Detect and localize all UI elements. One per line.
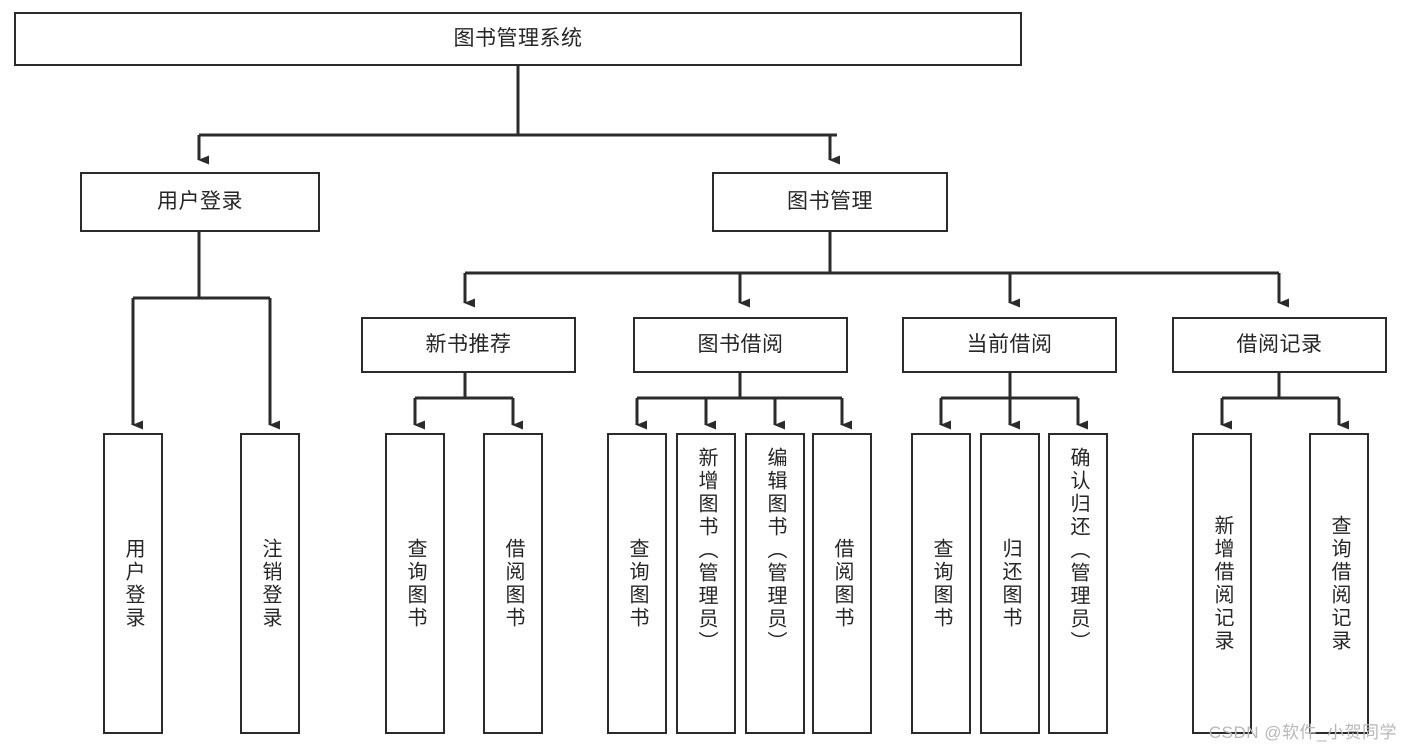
node-borrow-record[interactable]: 借阅记录: [1172, 317, 1387, 373]
node-leaf-query-book-3[interactable]: 查询图书: [911, 433, 971, 734]
node-leaf-borrow-book-2-label: 借阅图书: [831, 537, 853, 630]
node-leaf-query-book-3-label: 查询图书: [930, 537, 952, 630]
node-book-borrow-label: 图书借阅: [697, 332, 784, 356]
csdn-watermark: CSDN @软件_小贺同学: [1208, 723, 1397, 742]
node-current-borrow[interactable]: 当前借阅: [902, 317, 1117, 373]
node-root-label: 图书管理系统: [453, 26, 583, 50]
node-leaf-user-login-label: 用户登录: [122, 537, 144, 630]
node-leaf-borrow-book-1-label: 借阅图书: [502, 537, 524, 630]
node-leaf-query-book-2[interactable]: 查询图书: [607, 433, 667, 734]
node-leaf-user-login[interactable]: 用户登录: [103, 433, 163, 734]
node-leaf-query-record[interactable]: 查询借阅记录: [1309, 433, 1369, 734]
node-leaf-logout-label: 注销登录: [259, 537, 281, 630]
node-book-borrow[interactable]: 图书借阅: [633, 317, 848, 373]
node-root[interactable]: 图书管理系统: [14, 12, 1022, 66]
node-new-book-recommend[interactable]: 新书推荐: [361, 317, 576, 373]
node-leaf-borrow-book-2[interactable]: 借阅图书: [812, 433, 872, 734]
node-leaf-return-book-label: 归还图书: [999, 537, 1021, 630]
node-current-borrow-label: 当前借阅: [966, 332, 1053, 356]
node-leaf-query-book-1[interactable]: 查询图书: [385, 433, 445, 734]
node-new-book-recommend-label: 新书推荐: [425, 332, 512, 356]
node-leaf-add-record-label: 新增借阅记录: [1211, 514, 1233, 653]
node-leaf-edit-book-label: 编辑图书（管理员）: [764, 447, 786, 654]
node-leaf-confirm-return-label: 确认归还（管理员）: [1067, 447, 1089, 654]
node-leaf-query-record-label: 查询借阅记录: [1328, 514, 1350, 653]
node-leaf-edit-book[interactable]: 编辑图书（管理员）: [745, 433, 805, 734]
node-book-management[interactable]: 图书管理: [712, 172, 948, 232]
node-leaf-logout[interactable]: 注销登录: [240, 433, 300, 734]
node-leaf-query-book-1-label: 查询图书: [404, 537, 426, 630]
node-leaf-borrow-book-1[interactable]: 借阅图书: [483, 433, 543, 734]
node-leaf-confirm-return[interactable]: 确认归还（管理员）: [1048, 433, 1108, 734]
node-leaf-add-record[interactable]: 新增借阅记录: [1192, 433, 1252, 734]
node-leaf-return-book[interactable]: 归还图书: [980, 433, 1040, 734]
node-leaf-query-book-2-label: 查询图书: [626, 537, 648, 630]
node-book-management-label: 图书管理: [787, 189, 873, 213]
node-leaf-add-book[interactable]: 新增图书（管理员）: [676, 433, 736, 734]
node-leaf-add-book-label: 新增图书（管理员）: [695, 447, 717, 654]
node-user-login-label: 用户登录: [157, 189, 243, 213]
node-borrow-record-label: 借阅记录: [1236, 332, 1323, 356]
node-user-login[interactable]: 用户登录: [80, 172, 320, 232]
